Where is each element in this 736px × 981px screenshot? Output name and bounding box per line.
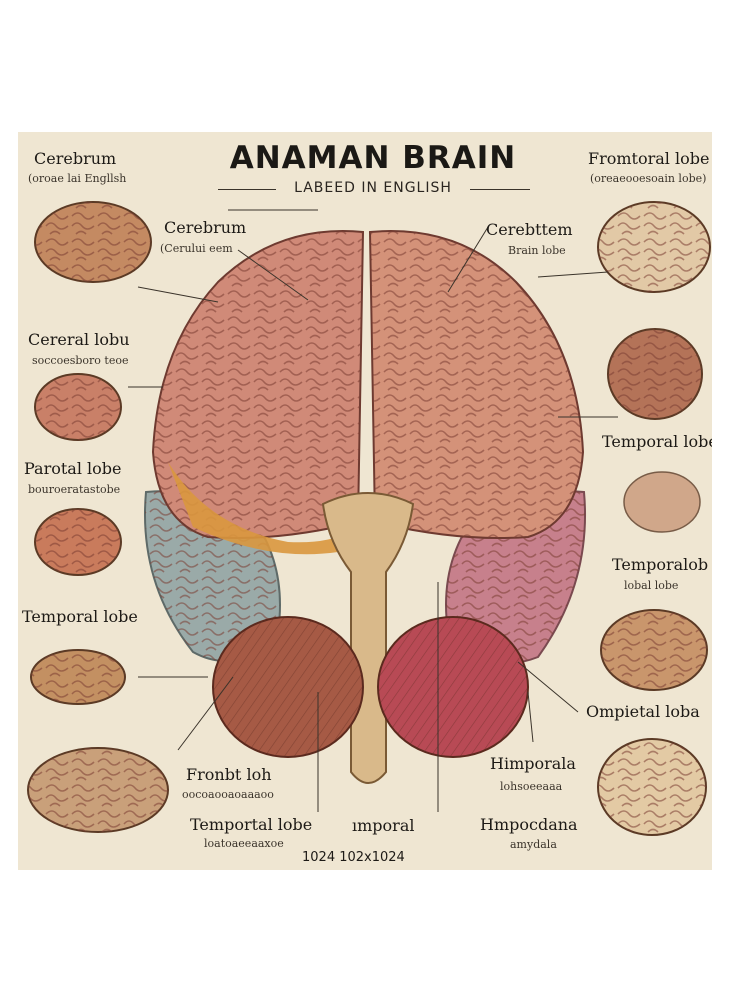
label-left-4: Temporal lobe: [22, 607, 138, 626]
subtitle-rule-right: [470, 189, 530, 190]
brain-diagram-poster: ANAMAN BRAIN LABEED IN ENGLISH Cerebrum …: [18, 132, 712, 870]
poster-subtitle: LABEED IN ENGLISH: [294, 180, 452, 196]
label-left-2-sub: soccoesboro teoe: [32, 354, 129, 367]
label-center-1: Cerebrum: [164, 218, 247, 237]
label-left-3: Parotal lobe: [24, 459, 122, 478]
label-bottom-4-sub: lohsoeeaaa: [500, 780, 563, 793]
label-right-1: Fromtoral lobe: [588, 149, 710, 168]
label-left-3-sub: bouroeratastobe: [28, 483, 121, 496]
label-right-1-sub: (oreaeooesoain lobe): [590, 172, 707, 185]
label-left-1: Cerebrum: [34, 149, 117, 168]
orange-band: [168, 462, 348, 555]
label-center-2: Cerebttem: [486, 220, 573, 239]
label-bottom-5: Hmpocdana: [480, 815, 578, 834]
label-right-3: Temporalob: [612, 555, 709, 574]
footer-resolution-text: 1024 102x1024: [302, 850, 405, 865]
brain-illustration: [27, 201, 711, 836]
label-left-1-sub: (oroae lai Engllsh: [28, 172, 127, 185]
leader-lines: [128, 209, 618, 812]
brainstem: [321, 492, 415, 784]
label-bottom-5-sub: amydala: [510, 838, 557, 851]
label-bottom-2-sub: loatoaeeaaxoe: [204, 837, 284, 850]
label-bottom-4: Himporala: [490, 754, 576, 773]
label-bottom-2: Temportal lobe: [190, 815, 313, 834]
subtitle-rule-left: [218, 189, 276, 190]
thumbnail-brains: [27, 201, 711, 836]
label-bottom-1: Fronbt loh: [186, 765, 272, 784]
poster-title: ANAMAN BRAIN: [229, 140, 517, 176]
label-right-4: Ompietal loba: [586, 702, 700, 721]
label-bottom-1-sub: oocoaooaoaaaoo: [182, 788, 274, 801]
label-left-2: Cereral lobu: [28, 330, 130, 349]
label-center-1-sub: (Cerului eem: [160, 242, 233, 255]
main-brain: [144, 230, 587, 784]
label-bottom-3: ımporal: [352, 816, 415, 835]
label-right-3-sub: lobal lobe: [624, 579, 679, 592]
label-center-2-sub: Brain lobe: [508, 244, 566, 257]
label-right-2: Temporal lobe: [602, 432, 712, 451]
